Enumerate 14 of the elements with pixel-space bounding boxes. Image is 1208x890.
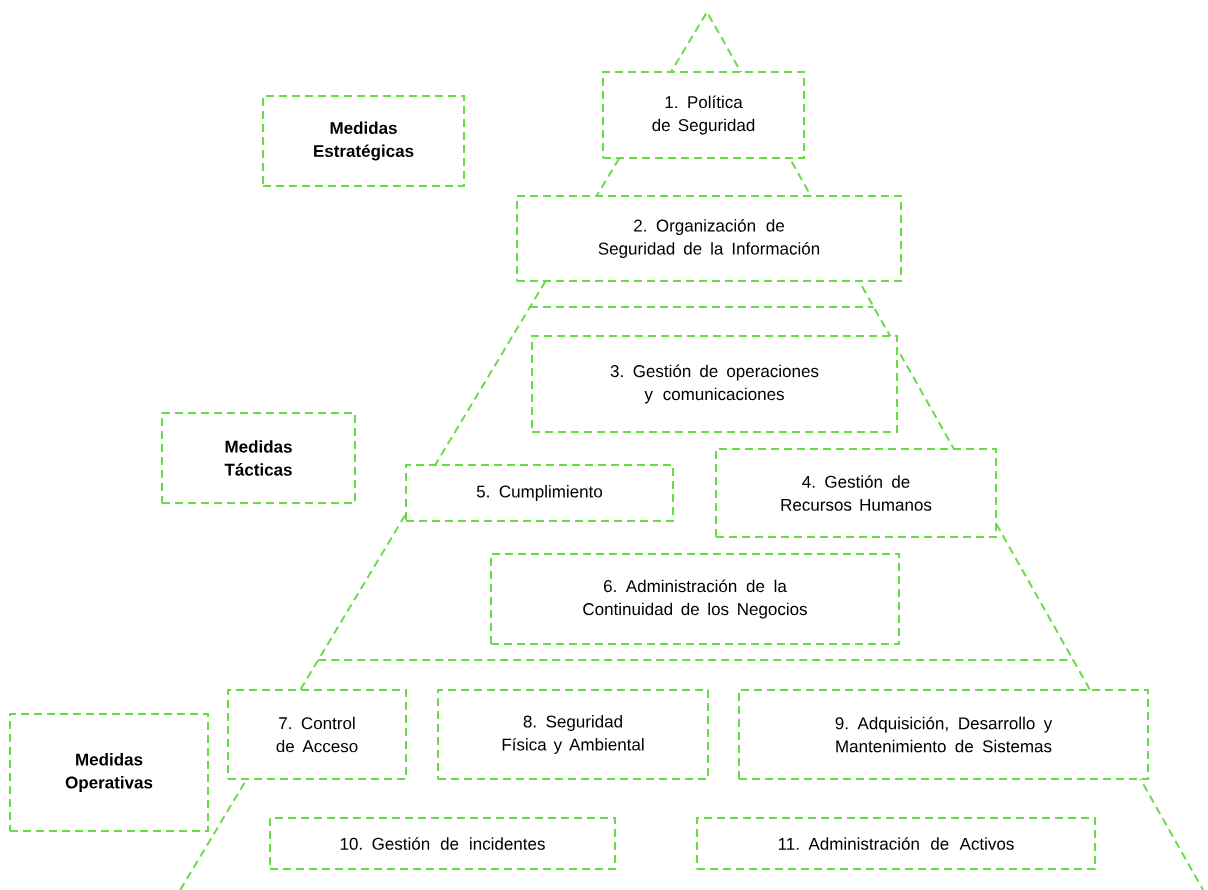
measure-box: 3. Gestión de operaciones y comunicaciones [531, 335, 898, 433]
measure-box: 9. Adquisición, Desarrollo y Mantenimiento de Sistemas [738, 689, 1149, 780]
category-box: Medidas Tácticas [161, 412, 356, 504]
category-box: Medidas Operativas [9, 713, 209, 832]
measure-box: 5. Cumplimiento [405, 464, 674, 522]
measure-box: 11. Administración de Activos [696, 817, 1096, 870]
category-box: Medidas Estratégicas [262, 95, 465, 187]
measure-box: 8. Seguridad Física y Ambiental [437, 689, 709, 780]
measure-box: 4. Gestión de Recursos Humanos [715, 448, 997, 538]
measure-box: 7. Control de Acceso [227, 689, 407, 780]
measure-box: 1. Política de Seguridad [602, 71, 805, 159]
measure-box: 6. Administración de la Continuidad de los Negocios [490, 553, 900, 645]
measure-box: 10. Gestión de incidentes [269, 817, 616, 870]
measure-box: 2. Organización de Seguridad de la Información [516, 195, 902, 282]
